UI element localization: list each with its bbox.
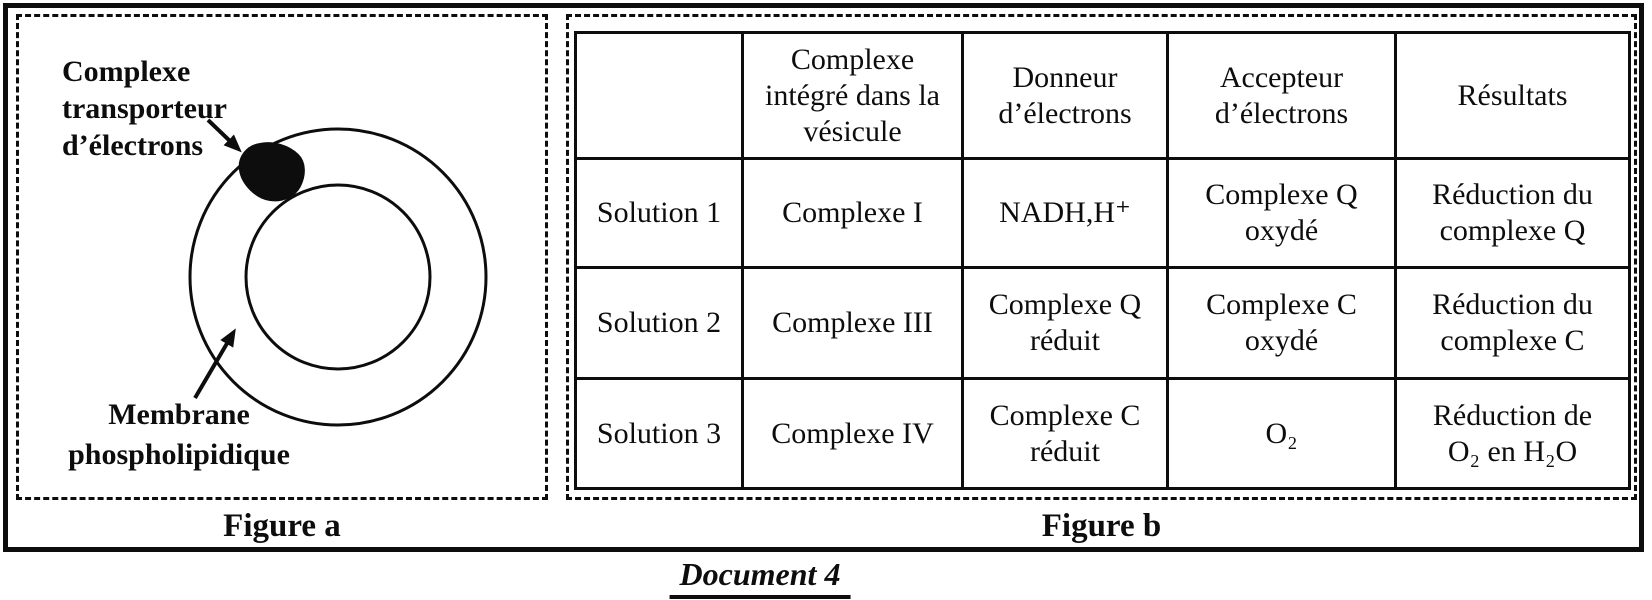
experiments-table: Complexe intégré dans la vésicule Donneu… <box>574 31 1631 490</box>
cell-acceptor: O₂ <box>1166 377 1397 490</box>
header-cell-results: Résultats <box>1394 31 1631 160</box>
document-frame <box>3 3 1644 552</box>
row-label: Solution 2 <box>574 266 744 380</box>
header-cell-empty <box>574 31 744 160</box>
cell-complex: Complexe III <box>741 266 964 380</box>
vesicle-diagram <box>188 118 488 427</box>
inner-membrane-circle <box>244 183 432 371</box>
complex-transporter-label: Complexe transporteur d’électrons <box>62 55 227 162</box>
membrane-label: Membrane phospholipidique <box>68 398 290 471</box>
cell-donor: NADH,H⁺ <box>961 157 1169 269</box>
membrane-pointer-arrow <box>193 328 236 400</box>
cell-donor: Complexe Q réduit <box>961 266 1169 380</box>
row-label: Solution 1 <box>574 157 744 269</box>
cell-result: Réduction du complexe Q <box>1394 157 1631 269</box>
cell-result: Réduction du complexe C <box>1394 266 1631 380</box>
document-title: Document 4 <box>669 556 851 599</box>
figure-a-caption: Figure a <box>223 508 341 544</box>
row-label: Solution 3 <box>574 377 744 490</box>
cell-donor: Complexe C réduit <box>961 377 1169 490</box>
header-cell-acceptor: Accepteur d’électrons <box>1166 31 1397 160</box>
outer-membrane-circle <box>188 127 488 427</box>
table-header-row: Complexe intégré dans la vésicule Donneu… <box>574 31 1631 160</box>
cell-complex: Complexe IV <box>741 377 964 490</box>
complex-pointer-arrow <box>206 118 242 153</box>
figure-b-panel: Complexe intégré dans la vésicule Donneu… <box>566 14 1637 500</box>
header-cell-complex: Complexe intégré dans la vésicule <box>741 31 964 160</box>
header-cell-donor: Donneur d’électrons <box>961 31 1169 160</box>
cell-complex: Complexe I <box>741 157 964 269</box>
figure-a-panel: Complexe transporteur d’électrons Membra… <box>16 14 548 500</box>
figure-b-caption: Figure b <box>1041 508 1162 544</box>
cell-acceptor: Complexe C oxydé <box>1166 266 1397 380</box>
table-row-solution-3: Solution 3 Complexe IV Complexe C réduit… <box>574 377 1631 490</box>
table-row-solution-2: Solution 2 Complexe III Complexe Q rédui… <box>574 266 1631 380</box>
cell-acceptor: Complexe Q oxydé <box>1166 157 1397 269</box>
cell-result: Réduction de O₂ en H₂O <box>1394 377 1631 490</box>
table-row-solution-1: Solution 1 Complexe I NADH,H⁺ Complexe Q… <box>574 157 1631 269</box>
electron-transporter-blob <box>238 142 305 202</box>
